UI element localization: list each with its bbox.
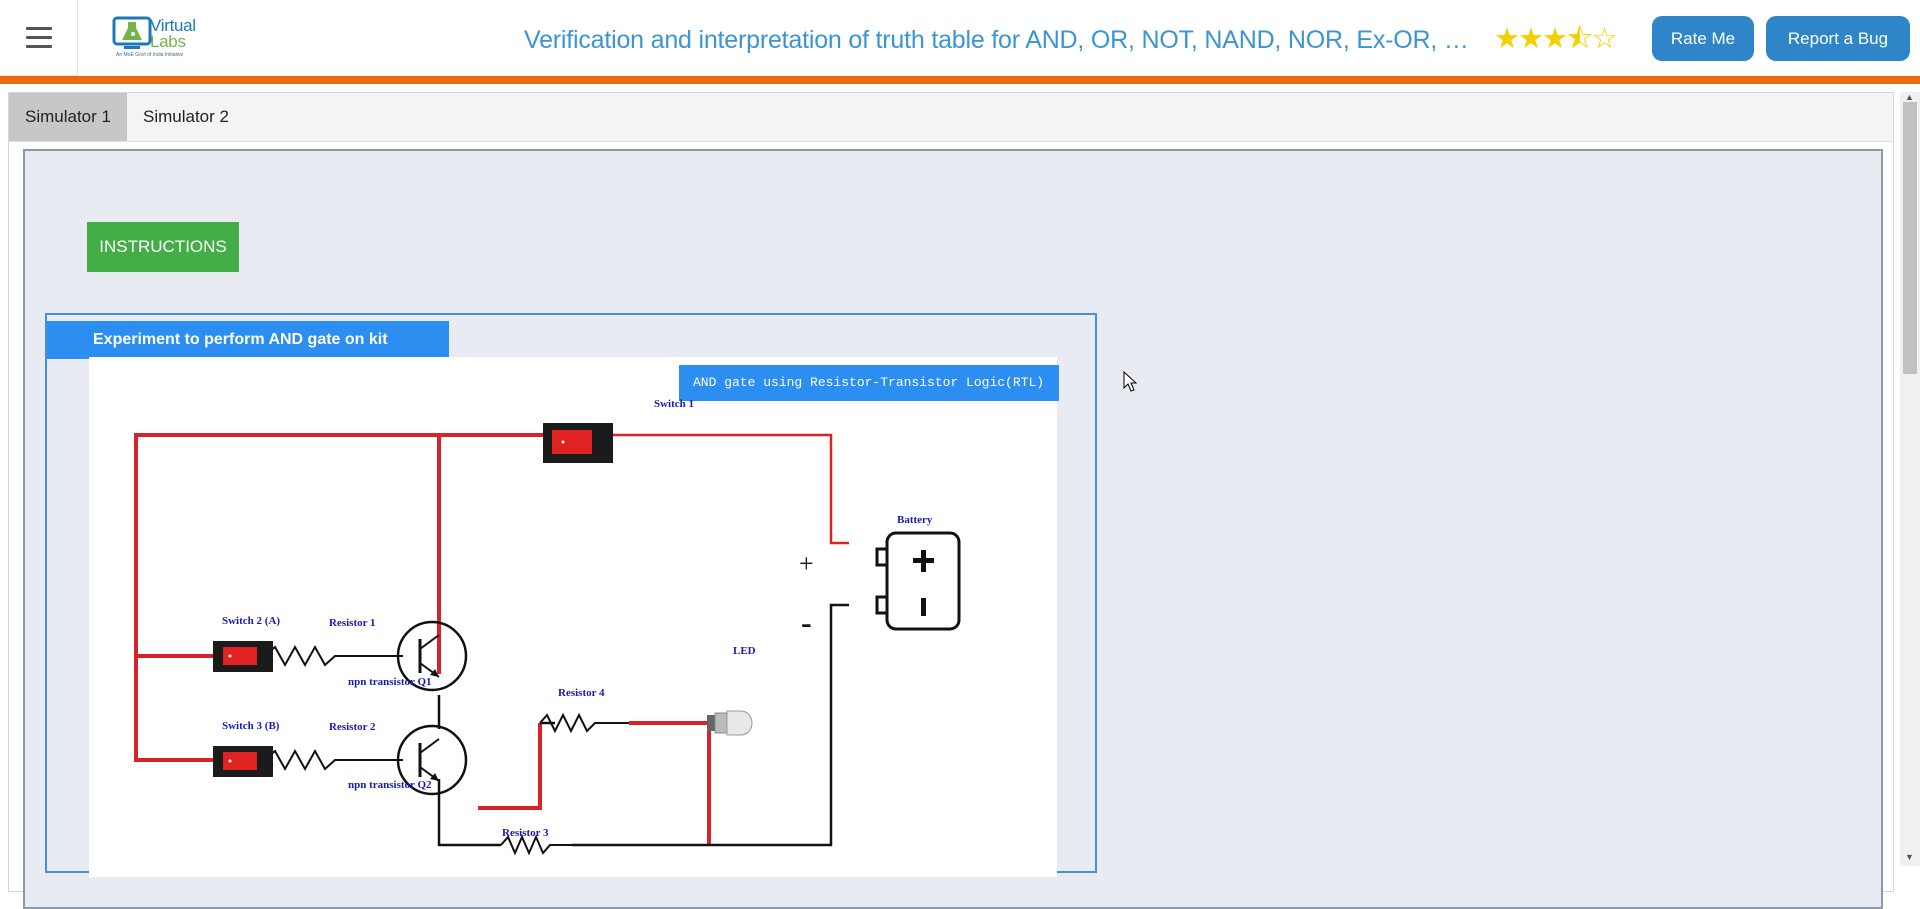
transistor-q1[interactable] (396, 620, 468, 692)
rating-stars-icon[interactable]: ★★★⯪☆ (1494, 23, 1617, 55)
battery-plus-sign: + (799, 549, 814, 578)
led-bulb (707, 710, 753, 736)
page-title: Verification and interpretation of truth… (524, 26, 1484, 54)
label-resistor-3: Resistor 3 (502, 827, 549, 839)
battery-minus-sign: - (801, 604, 812, 640)
label-led: LED (733, 645, 756, 657)
label-battery: Battery (897, 514, 933, 526)
black-wires (437, 603, 849, 847)
circuit-area: AND gate using Resistor-Transistor Logic… (89, 357, 1059, 877)
tab-bar: Simulator 1 Simulator 2 (9, 93, 1893, 142)
circuit-diagram: Switch 1 Switch 2 (A) Switch 3 (B) Resis… (134, 398, 961, 856)
hamburger-icon (25, 27, 52, 30)
resistor-4 (539, 712, 629, 734)
label-resistor-2: Resistor 2 (329, 721, 376, 733)
label-resistor-4: Resistor 4 (558, 687, 605, 699)
circuit-title: AND gate using Resistor-Transistor Logic… (679, 365, 1059, 401)
header-divider (0, 76, 1920, 84)
switch1-wire (601, 433, 849, 545)
switch-3[interactable] (213, 746, 273, 777)
simulator-panel: INSTRUCTIONS Experiment to perform AND g… (23, 149, 1883, 909)
instructions-button[interactable]: INSTRUCTIONS (87, 222, 239, 272)
scroll-down-icon[interactable]: ▼ (1905, 852, 1914, 862)
label-switch-3: Switch 3 (B) (222, 720, 280, 732)
virtual-labs-logo[interactable]: Virtual Labs An MoE Govt of India Initia… (108, 12, 204, 64)
resistors (264, 644, 629, 856)
switch-2[interactable] (213, 641, 273, 672)
menu-button[interactable] (0, 0, 78, 76)
logo-secondary: Labs (150, 32, 186, 51)
tab-simulator-1[interactable]: Simulator 1 (9, 93, 127, 141)
resistor-3 (500, 834, 572, 856)
report-bug-button[interactable]: Report a Bug (1766, 16, 1910, 61)
top-bar: Virtual Labs An MoE Govt of India Initia… (0, 0, 1920, 76)
label-switch-2: Switch 2 (A) (222, 615, 280, 627)
mouse-cursor-icon (1123, 371, 1138, 392)
rate-me-button[interactable]: Rate Me (1652, 16, 1754, 61)
simulator-container: Simulator 1 Simulator 2 INSTRUCTIONS Exp… (8, 92, 1894, 909)
label-q1: npn transistor Q1 (348, 676, 432, 688)
page-scrollbar[interactable]: ▲ ▼ (1900, 92, 1920, 866)
label-q2: npn transistor Q2 (348, 779, 432, 791)
resistor-1 (264, 644, 403, 668)
scrollbar-thumb[interactable] (1903, 102, 1917, 374)
logo-text: Virtual Labs (150, 16, 196, 51)
tab-simulator-2[interactable]: Simulator 2 (143, 107, 229, 126)
experiment-box: Experiment to perform AND gate on kit AN… (45, 313, 1097, 877)
hamburger-icon (25, 36, 52, 39)
resistor-2 (264, 748, 403, 772)
logo-primary: Virtual (150, 16, 196, 35)
switch-1[interactable] (543, 423, 613, 463)
scroll-up-icon[interactable]: ▲ (1905, 92, 1914, 102)
experiment-title: Experiment to perform AND gate on kit (47, 321, 449, 359)
red-wires (134, 433, 711, 845)
battery (875, 531, 961, 631)
label-switch-1: Switch 1 (654, 398, 694, 410)
transistor-q2[interactable] (396, 724, 468, 796)
circuit-labels: Switch 1 Switch 2 (A) Switch 3 (B) Resis… (222, 398, 933, 839)
hamburger-icon (25, 45, 52, 48)
label-resistor-1: Resistor 1 (329, 617, 376, 629)
logo-flask-icon (112, 16, 152, 49)
logo-tagline: An MoE Govt of India Initiative (116, 52, 184, 58)
